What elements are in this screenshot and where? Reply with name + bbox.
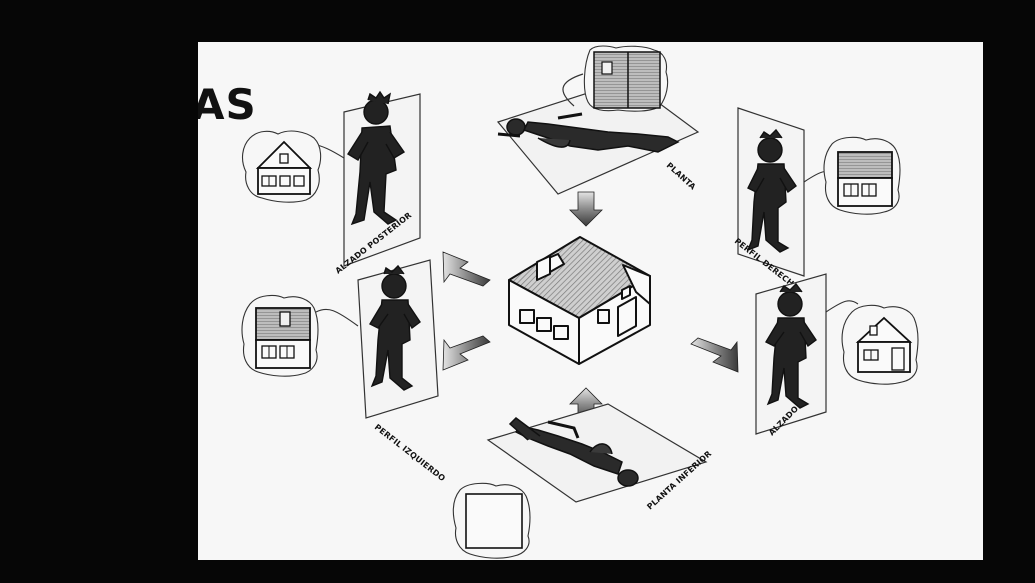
right-profile-group: PERFIL DERECHO	[733, 108, 900, 293]
slide: PLANTA	[198, 42, 983, 560]
left-profile-group: PERFIL IZQUIERDO	[242, 260, 447, 483]
top-view-group: PLANTA	[498, 46, 698, 194]
right-profile-thumbnail	[824, 137, 900, 214]
bottom-view-thumbnail	[453, 483, 530, 558]
center-house	[509, 237, 650, 364]
rear-view-thumbnail	[243, 131, 321, 202]
rear-view-group: ALZADO POSTERIOR	[243, 92, 420, 276]
left-profile-thumbnail	[242, 296, 318, 377]
bottom-view-group: PLANTA INFERIOR	[453, 404, 713, 558]
slide-title: AS	[198, 84, 257, 126]
front-view-thumbnail	[842, 305, 918, 384]
label-left-profile: PERFIL IZQUIERDO	[373, 422, 447, 483]
projection-views-diagram: PLANTA	[198, 42, 983, 560]
top-view-thumbnail	[584, 46, 667, 111]
label-top-view: PLANTA	[665, 161, 698, 192]
front-view-group: ALZADO	[756, 274, 918, 437]
